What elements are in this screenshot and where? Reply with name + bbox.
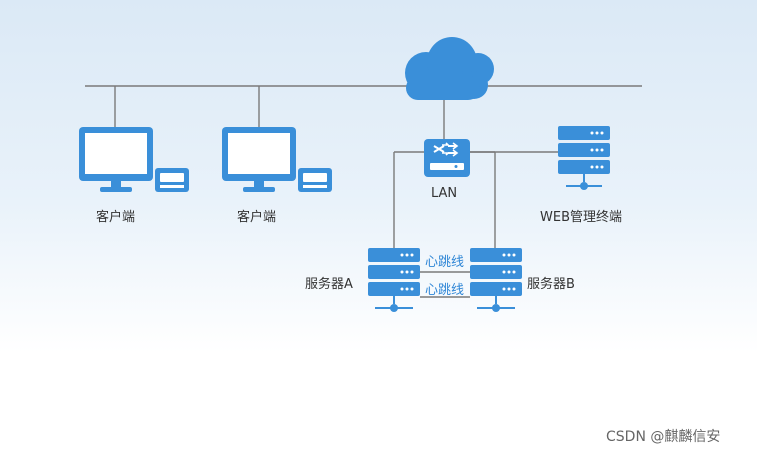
client-2-device <box>222 127 332 192</box>
cloud-icon <box>405 37 494 100</box>
lan-label: LAN <box>431 186 458 201</box>
server-a-label: 服务器A <box>305 277 353 292</box>
heartbeat-label-bottom: 心跳线 <box>425 283 465 298</box>
connection-lines <box>85 85 642 298</box>
watermark: CSDN @麒麟信安 <box>606 429 721 445</box>
monitor-icon <box>222 127 296 192</box>
storage-box-icon <box>155 168 189 192</box>
server-b-icon <box>470 248 522 312</box>
web-manager-server-icon <box>558 126 610 190</box>
server-a-icon <box>368 248 420 312</box>
web-manager-label: WEB管理终端 <box>540 210 622 225</box>
monitor-icon <box>79 127 153 192</box>
heartbeat-label-top: 心跳线 <box>425 255 465 270</box>
storage-box-icon <box>298 168 332 192</box>
switch-icon <box>424 139 470 177</box>
client-2-label: 客户端 <box>237 210 277 225</box>
client-1-device <box>79 127 189 192</box>
client-1-label: 客户端 <box>96 210 136 225</box>
server-b-label: 服务器B <box>527 277 575 292</box>
